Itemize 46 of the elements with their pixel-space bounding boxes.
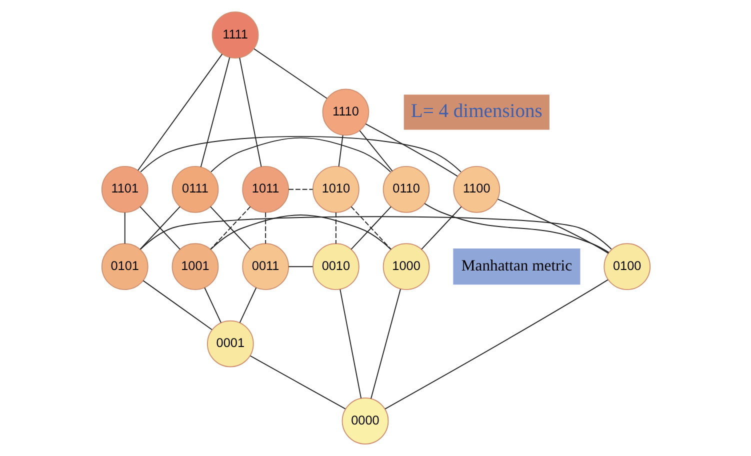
node-circle: 0110 <box>382 166 430 213</box>
connector <box>424 203 609 253</box>
connector <box>339 288 362 399</box>
node-circle: 1001 <box>171 243 218 290</box>
label: Manhattan metric <box>460 257 572 274</box>
connector <box>249 355 346 410</box>
node-circle: 1010 <box>312 166 359 213</box>
node-circle: 1000 <box>382 243 430 290</box>
node-circle: 1110 <box>322 88 369 136</box>
connector <box>370 288 400 400</box>
connector <box>204 287 221 324</box>
connector <box>253 48 327 99</box>
connector <box>384 279 608 410</box>
connector <box>334 212 336 244</box>
connector <box>142 280 212 330</box>
node-circle: 0111 <box>171 166 218 213</box>
connector <box>200 57 230 168</box>
connector <box>364 123 458 177</box>
connector <box>238 287 256 324</box>
connector <box>288 266 313 268</box>
connector <box>288 188 313 190</box>
node-circle: 0100 <box>603 243 650 290</box>
node-circle: 1011 <box>242 166 289 213</box>
connector <box>124 212 125 244</box>
node-circle: 0011 <box>242 243 289 290</box>
node-circle: 0010 <box>312 243 359 290</box>
label: L= 4 dimensions <box>410 101 542 122</box>
connector <box>350 206 392 250</box>
connector <box>140 216 612 250</box>
node-circle: 0001 <box>206 320 254 368</box>
connector <box>338 134 343 167</box>
node-circle: 0000 <box>341 398 388 444</box>
node-circle: 1100 <box>452 166 500 213</box>
connector <box>358 130 392 172</box>
connector <box>238 57 262 168</box>
connector <box>496 198 608 254</box>
connector <box>139 206 180 250</box>
node-circle: 0101 <box>100 243 148 290</box>
connector <box>140 136 461 172</box>
node-circle: 1111 <box>211 12 258 58</box>
connector <box>136 54 222 171</box>
connector <box>210 214 391 250</box>
connector <box>210 137 391 172</box>
connector <box>264 212 266 244</box>
node-circle: 1101 <box>100 166 148 213</box>
connector <box>420 206 462 250</box>
